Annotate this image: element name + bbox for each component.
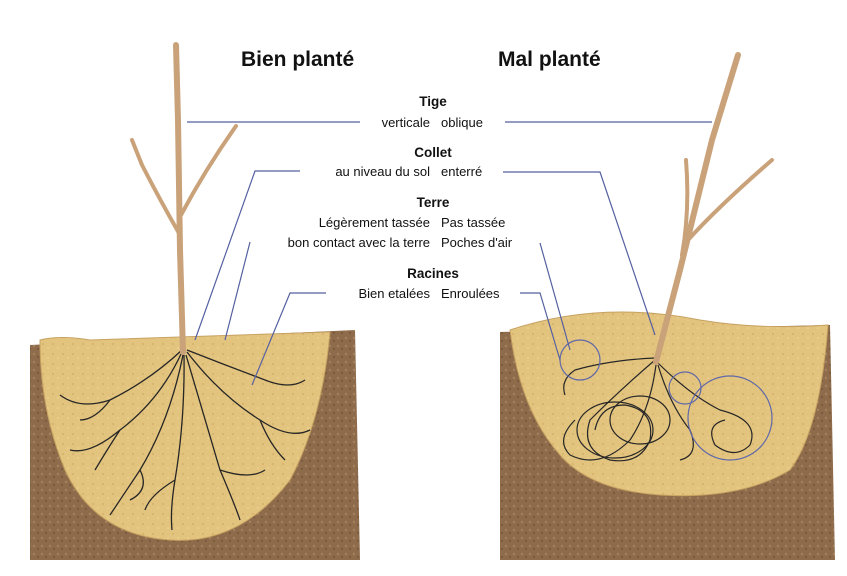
leader-collet-left [195,171,300,340]
section-title-racines: Racines [373,266,493,281]
label-terre-good-2: bon contact avec la terre [288,235,430,250]
section-title-collet: Collet [373,145,493,160]
stem-left [132,45,236,352]
label-racines-bad: Enroulées [441,286,500,301]
label-terre-bad-1: Pas tassée [441,215,505,230]
leader-collet-right [503,172,655,335]
label-racines-good: Bien etalées [358,286,430,301]
section-title-tige: Tige [373,94,493,109]
label-collet-good: au niveau du sol [335,164,430,179]
heading-bien-plante: Bien planté [241,48,354,72]
label-tige-bad: oblique [441,115,483,130]
label-collet-bad: enterré [441,164,482,179]
label-terre-good-1: Légèrement tassée [319,215,430,230]
section-title-terre: Terre [373,195,493,210]
heading-mal-plante: Mal planté [498,48,601,72]
leader-terre-left [225,242,250,340]
soil-block-right [500,312,835,560]
label-terre-bad-2: Poches d'air [441,235,512,250]
soil-block-left [30,330,360,560]
label-tige-good: verticale [382,115,430,130]
